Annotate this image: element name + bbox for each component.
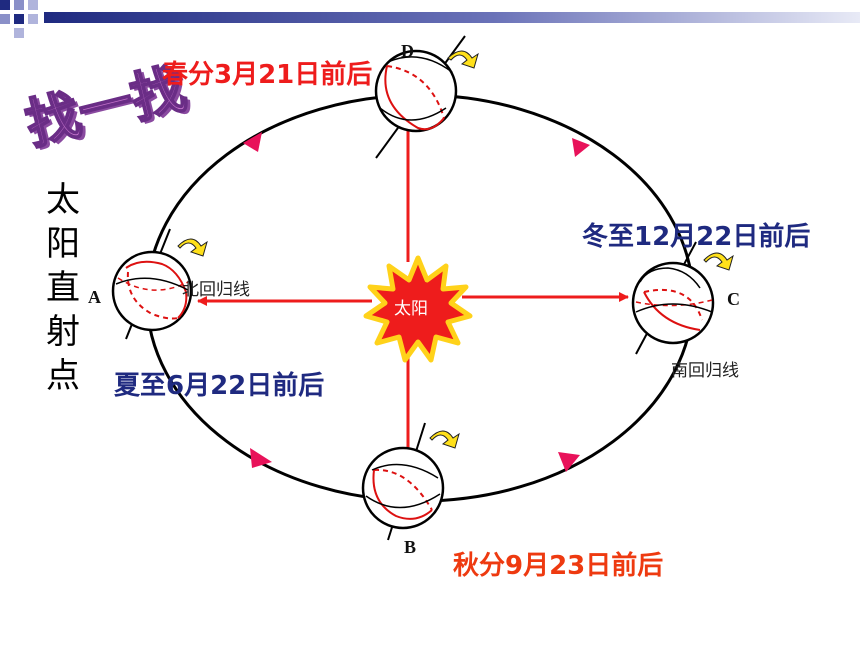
- tropic-label-south: 南回归线: [671, 361, 739, 381]
- side-title: 太阳直射点: [46, 180, 80, 396]
- position-letter-c: C: [727, 289, 740, 309]
- position-letter-d: D: [401, 41, 414, 61]
- position-letter-a: A: [88, 287, 101, 307]
- sun-label: 太阳: [394, 299, 428, 319]
- header-banner: [0, 0, 860, 38]
- orbit-direction-marker: [572, 138, 590, 157]
- orbit-direction-marker: [250, 448, 272, 468]
- earth-b: [361, 422, 460, 541]
- position-letter-b: B: [404, 537, 417, 557]
- rotation-arrow-icon: [447, 50, 479, 69]
- tropic-label-north: 北回归线: [182, 280, 250, 300]
- orbit-direction-marker: [243, 132, 262, 152]
- label-summer-solstice: 夏至6月22日前后: [114, 371, 325, 401]
- rotation-arrow-icon: [177, 238, 208, 257]
- earth-a: [111, 228, 208, 340]
- earth-c: [631, 241, 734, 355]
- earth-d: [374, 35, 479, 159]
- orbit-direction-marker: [558, 452, 580, 472]
- sun: [363, 255, 473, 363]
- rotation-arrow-icon: [703, 252, 734, 271]
- rotation-arrow-icon: [429, 430, 460, 449]
- label-winter-solstice: 冬至12月22日前后: [582, 222, 811, 252]
- label-autumn-equinox: 秋分9月23日前后: [453, 551, 664, 581]
- label-spring-equinox: 春分3月21日前后: [162, 60, 373, 90]
- sun-burst: [363, 255, 473, 363]
